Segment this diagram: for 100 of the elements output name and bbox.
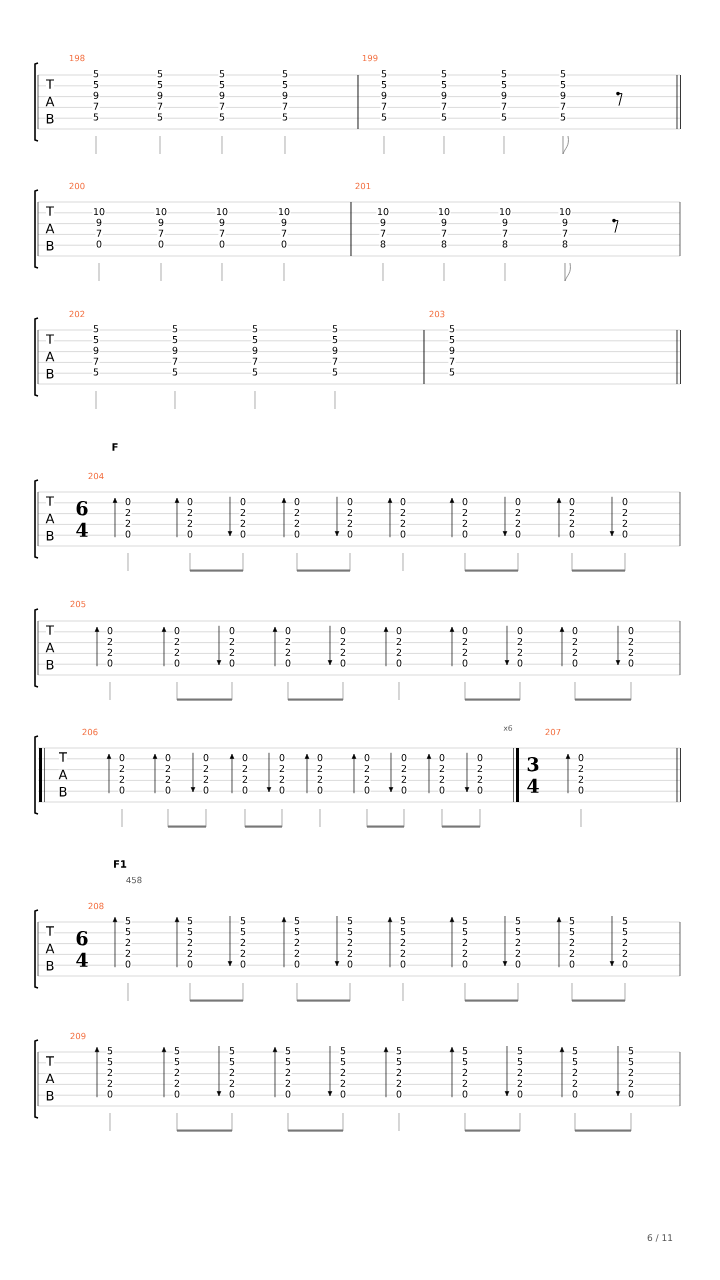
fret-number: 5 xyxy=(92,336,100,344)
fret-number: 2 xyxy=(124,938,132,946)
fret-number: 0 xyxy=(621,530,629,538)
fret-number: 2 xyxy=(476,775,484,783)
fret-number: 10 xyxy=(92,208,106,216)
fret-number: 0 xyxy=(316,786,324,794)
fret-number: 0 xyxy=(118,786,126,794)
fret-number: 2 xyxy=(284,1068,292,1076)
fret-number: 0 xyxy=(577,786,585,794)
fret-number: 0 xyxy=(346,960,354,968)
tab-clef-letter: T xyxy=(46,334,54,344)
fret-number: 5 xyxy=(331,368,339,376)
fret-number: 2 xyxy=(284,637,292,645)
fret-number: 0 xyxy=(173,659,181,667)
fret-number: 0 xyxy=(316,754,324,762)
fret-number: 0 xyxy=(399,530,407,538)
fret-number: 2 xyxy=(571,1068,579,1076)
fret-number: 7 xyxy=(501,229,509,237)
fret-number: 2 xyxy=(118,764,126,772)
fret-number: 5 xyxy=(106,1047,114,1055)
fret-number: 5 xyxy=(440,81,448,89)
fret-number: 5 xyxy=(627,1047,635,1055)
fret-number: 5 xyxy=(218,81,226,89)
fret-number: 2 xyxy=(186,519,194,527)
fret-number: 5 xyxy=(399,928,407,936)
fret-number: 7 xyxy=(92,357,100,365)
fret-number: 5 xyxy=(461,917,469,925)
fret-number: 0 xyxy=(95,240,103,248)
fret-number: 2 xyxy=(228,648,236,656)
fret-number: 0 xyxy=(514,960,522,968)
fret-number: 7 xyxy=(251,357,259,365)
fret-number: 8 xyxy=(561,240,569,248)
fret-number: 0 xyxy=(202,754,210,762)
fret-number: 7 xyxy=(380,102,388,110)
tab-clef-letter: B xyxy=(45,960,55,971)
fret-number: 0 xyxy=(571,1090,579,1098)
fret-number: 2 xyxy=(346,938,354,946)
fret-number: 2 xyxy=(316,775,324,783)
tab-clef-letter: T xyxy=(46,79,54,89)
fret-number: 0 xyxy=(239,960,247,968)
fret-number: 10 xyxy=(498,208,512,216)
fret-number: 2 xyxy=(293,938,301,946)
fret-number: 0 xyxy=(106,1090,114,1098)
fret-number: 2 xyxy=(164,764,172,772)
fret-number: 2 xyxy=(571,1079,579,1087)
fret-number: 2 xyxy=(571,648,579,656)
tab-clef-letter: T xyxy=(59,752,67,762)
fret-number: 2 xyxy=(438,775,446,783)
fret-number: 5 xyxy=(621,917,629,925)
fret-number: 2 xyxy=(363,775,371,783)
fret-number: 2 xyxy=(118,775,126,783)
fret-number: 5 xyxy=(124,917,132,925)
fret-number: 2 xyxy=(627,648,635,656)
tab-clef-letter: T xyxy=(46,926,54,936)
measure-number: 208 xyxy=(88,902,104,910)
tab-clef-letter: T xyxy=(46,1056,54,1066)
fret-number: 2 xyxy=(339,1079,347,1087)
fret-number: 7 xyxy=(500,102,508,110)
fret-number: 2 xyxy=(438,764,446,772)
fret-number: 5 xyxy=(500,113,508,121)
fret-number: 9 xyxy=(448,346,456,354)
fret-number: 2 xyxy=(363,764,371,772)
fret-number: 2 xyxy=(400,764,408,772)
tab-clef-letter: B xyxy=(45,240,55,251)
fret-number: 2 xyxy=(516,1068,524,1076)
measure-number: 209 xyxy=(70,1032,86,1040)
fret-number: 0 xyxy=(293,530,301,538)
fret-number: 2 xyxy=(293,949,301,957)
fret-number: 0 xyxy=(514,530,522,538)
fret-number: 2 xyxy=(399,508,407,516)
fret-number: 2 xyxy=(124,519,132,527)
fret-number: 9 xyxy=(218,218,226,226)
fret-number: 7 xyxy=(218,229,226,237)
fret-number: 2 xyxy=(284,648,292,656)
fret-number: 0 xyxy=(363,754,371,762)
fret-number: 2 xyxy=(239,519,247,527)
fret-number: 0 xyxy=(293,960,301,968)
fret-number: 2 xyxy=(461,1068,469,1076)
fret-number: 2 xyxy=(346,508,354,516)
measure-number: 199 xyxy=(362,54,378,62)
fret-number: 5 xyxy=(284,1058,292,1066)
measure-number: 202 xyxy=(69,310,85,318)
fret-number: 5 xyxy=(440,113,448,121)
fret-number: 0 xyxy=(577,754,585,762)
fret-number: 2 xyxy=(571,637,579,645)
fret-number: 5 xyxy=(514,917,522,925)
fret-number: 0 xyxy=(346,498,354,506)
fret-number: 0 xyxy=(239,530,247,538)
fret-number: 0 xyxy=(461,530,469,538)
tab-clef-letter: A xyxy=(45,642,55,653)
fret-number: 2 xyxy=(514,508,522,516)
fret-number: 5 xyxy=(92,325,100,333)
fret-number: 2 xyxy=(124,949,132,957)
fret-number: 9 xyxy=(379,218,387,226)
tab-clef-letter: A xyxy=(45,223,55,234)
fret-number: 5 xyxy=(92,70,100,78)
fret-number: 0 xyxy=(293,498,301,506)
fret-number: 2 xyxy=(339,648,347,656)
fret-number: 5 xyxy=(106,1058,114,1066)
fret-number: 2 xyxy=(461,949,469,957)
